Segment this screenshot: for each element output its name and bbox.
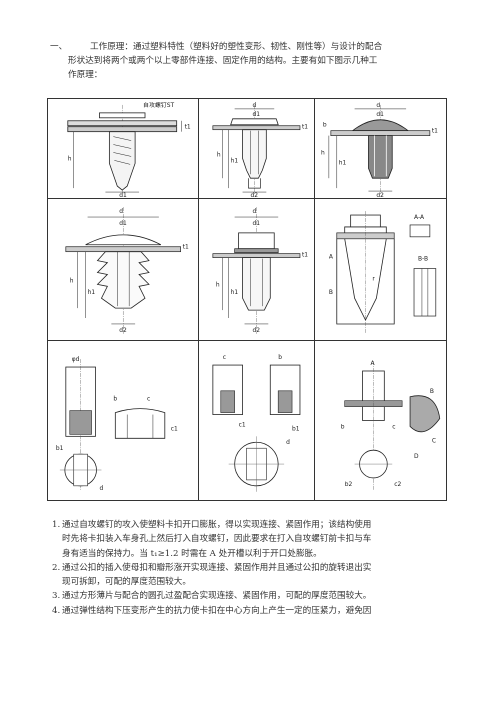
rivet-clip-drawing: d d1 b t1 h h1 d2: [321, 102, 438, 198]
list-item-number: 2.: [52, 562, 61, 573]
label-d2: d2: [377, 192, 385, 198]
label-t1: t1: [185, 124, 191, 131]
list-item-text: 通过弹性结构下压变形产生的抗力使卡扣在中心方向上产生一定的压紧力，避免因: [62, 605, 372, 616]
label-h1: h1: [231, 289, 239, 296]
label-b-mark: B: [329, 289, 333, 296]
label-c: c: [223, 354, 226, 361]
label-h: h: [70, 277, 74, 284]
section-number: 一、: [50, 42, 68, 52]
label-c1: c1: [239, 421, 246, 428]
figure-cell-9: A B C D b c b2 c2: [314, 340, 447, 501]
figure-cell-2: d d1 t1 h h1 d2: [198, 98, 316, 199]
list-item-text: 现可拆卸，可配的厚度范围较大。: [62, 577, 191, 588]
label-b2: b2: [345, 481, 353, 488]
label-a: A: [329, 254, 334, 261]
label-d: d: [253, 208, 257, 215]
list-item: 2. 通过公扣的插入使母扣和瓣形涨开实现连接、紧固作用并且通过公扣的旋转退出实 …: [52, 561, 462, 590]
label-h: h: [321, 149, 325, 156]
label-r: r: [373, 275, 376, 282]
figure-cell-8: c b d c1 b1: [198, 340, 316, 501]
label-t1: t1: [432, 128, 438, 135]
figure-caption: 自攻螺钉ST: [143, 101, 174, 109]
label-a: A: [371, 360, 376, 367]
tree-clip-drawing: d d1 t1 h h1 d2: [65, 207, 189, 334]
label-h1: h1: [339, 159, 347, 166]
label-d: d: [99, 485, 103, 492]
screw-clip-drawing: 自攻螺钉ST t1 h d1: [67, 101, 191, 198]
label-c: c: [393, 423, 396, 430]
label-d1: d1: [377, 111, 385, 118]
list-item-text: 时先将卡扣装入车身孔上然后打入自攻螺钉，因此要求在打入自攻螺钉前卡扣与车: [62, 534, 372, 545]
label-d: d: [253, 102, 257, 109]
label-d1: d1: [119, 192, 127, 198]
list-item-number: 1.: [52, 520, 61, 530]
label-d-mark: D: [414, 453, 419, 460]
label-section-bb: B-B: [418, 256, 428, 263]
label-c-mark: C: [432, 437, 436, 444]
figure-cell-5: d d1 t1 h h1 d2: [198, 198, 316, 341]
intro-line-3: 作原理：: [68, 70, 103, 80]
list-item-text: 身有适当的保持力。当 t₁≥1.2 时需在 A 处开槽以利于开口处膨胀。: [62, 548, 322, 559]
principle-list: 1. 通过自攻螺钉的攻入使塑料卡扣开口膨胀，得以实现连接、紧固作用；该结构使用 …: [52, 518, 462, 618]
spring-clip-drawing: A B C D b c b2 c2: [341, 360, 441, 490]
label-b: b: [113, 396, 117, 403]
list-item-number: 4.: [52, 605, 61, 616]
label-h: h: [68, 155, 72, 162]
label-b1: b1: [56, 445, 64, 452]
list-item-text: 通过方形薄片与配合的圆孔过盈配合实现连接、紧固作用，可配的厚度范围较大。: [62, 591, 372, 602]
label-b: b: [279, 354, 283, 361]
figure-cell-6: A-A B-B r A B: [314, 198, 447, 341]
label-t1: t1: [302, 252, 308, 259]
label-b-mark: B: [430, 388, 434, 395]
label-t1: t1: [302, 124, 308, 131]
label-b: b: [341, 423, 345, 430]
label-c2: c2: [395, 481, 402, 488]
label-d2: d2: [253, 327, 261, 334]
figure-cell-4: d d1 t1 h h1 d2: [46, 198, 200, 341]
label-h: h: [217, 151, 221, 158]
figure-grid: 自攻螺钉ST t1 h d1: [46, 98, 447, 501]
list-item-text: 通过公扣的插入使母扣和瓣形涨开实现连接、紧固作用并且通过公扣的旋转退出实: [62, 562, 372, 573]
list-item-text: 通过自攻螺钉的攻入使塑料卡扣开口膨胀，得以实现连接、紧固作用；该结构使用: [62, 520, 372, 530]
label-d: d: [119, 208, 123, 215]
label-c1: c1: [171, 425, 178, 432]
section-view-drawing: A-A B-B r A B: [329, 211, 437, 334]
list-item: 3. 通过方形薄片与配合的圆孔过盈配合实现连接、紧固作用，可配的厚度范围较大。: [52, 589, 462, 603]
label-d2: d2: [119, 327, 127, 334]
label-d: d: [377, 102, 381, 109]
list-item: 4. 通过弹性结构下压变形产生的抗力使卡扣在中心方向上产生一定的压紧力，避免因: [52, 604, 462, 618]
list-item-number: 3.: [52, 591, 61, 602]
label-h: h: [216, 281, 220, 288]
intro-line-2: 形状达到将两个或两个以上零部件连接、固定作用的结构。主要有如下图示几种工: [68, 56, 378, 66]
flange-clip-drawing: c b d c1 b1: [212, 354, 301, 492]
label-d: d: [287, 439, 291, 446]
intro-paragraph: 一、 工作原理：通过塑料特性（塑料好的塑性变形、韧性、刚性等）与设计的配合 形状…: [50, 40, 460, 82]
figure-cell-1: 自攻螺钉ST t1 h d1: [46, 98, 200, 199]
label-h1: h1: [88, 289, 96, 296]
label-d2: d2: [251, 192, 259, 198]
push-clip-drawing: d d1 t1 h h1 d2: [212, 102, 309, 198]
stepped-clip-drawing: d d1 t1 h h1 d2: [212, 207, 309, 334]
label-c: c: [147, 396, 150, 403]
label-d1: d1: [253, 111, 261, 118]
list-item: 1. 通过自攻螺钉的攻入使塑料卡扣开口膨胀，得以实现连接、紧固作用；该结构使用 …: [52, 518, 462, 561]
label-b: b: [323, 122, 327, 129]
label-t1: t1: [183, 244, 189, 251]
label-section-aa: A-A: [414, 214, 425, 221]
intro-line-1: 工作原理：通过塑料特性（塑料好的塑性变形、韧性、刚性等）与设计的配合: [90, 42, 383, 52]
label-b1: b1: [293, 425, 301, 432]
figure-cell-7: φd b c d b1 c1: [46, 340, 200, 501]
figure-cell-3: d d1 b t1 h h1 d2: [314, 98, 447, 199]
label-d1: d1: [253, 220, 261, 227]
label-d1: d1: [119, 220, 127, 227]
label-h1: h1: [231, 157, 239, 164]
label-phi-d: φd: [72, 356, 80, 363]
tab-clip-drawing: φd b c d b1 c1: [56, 356, 178, 492]
